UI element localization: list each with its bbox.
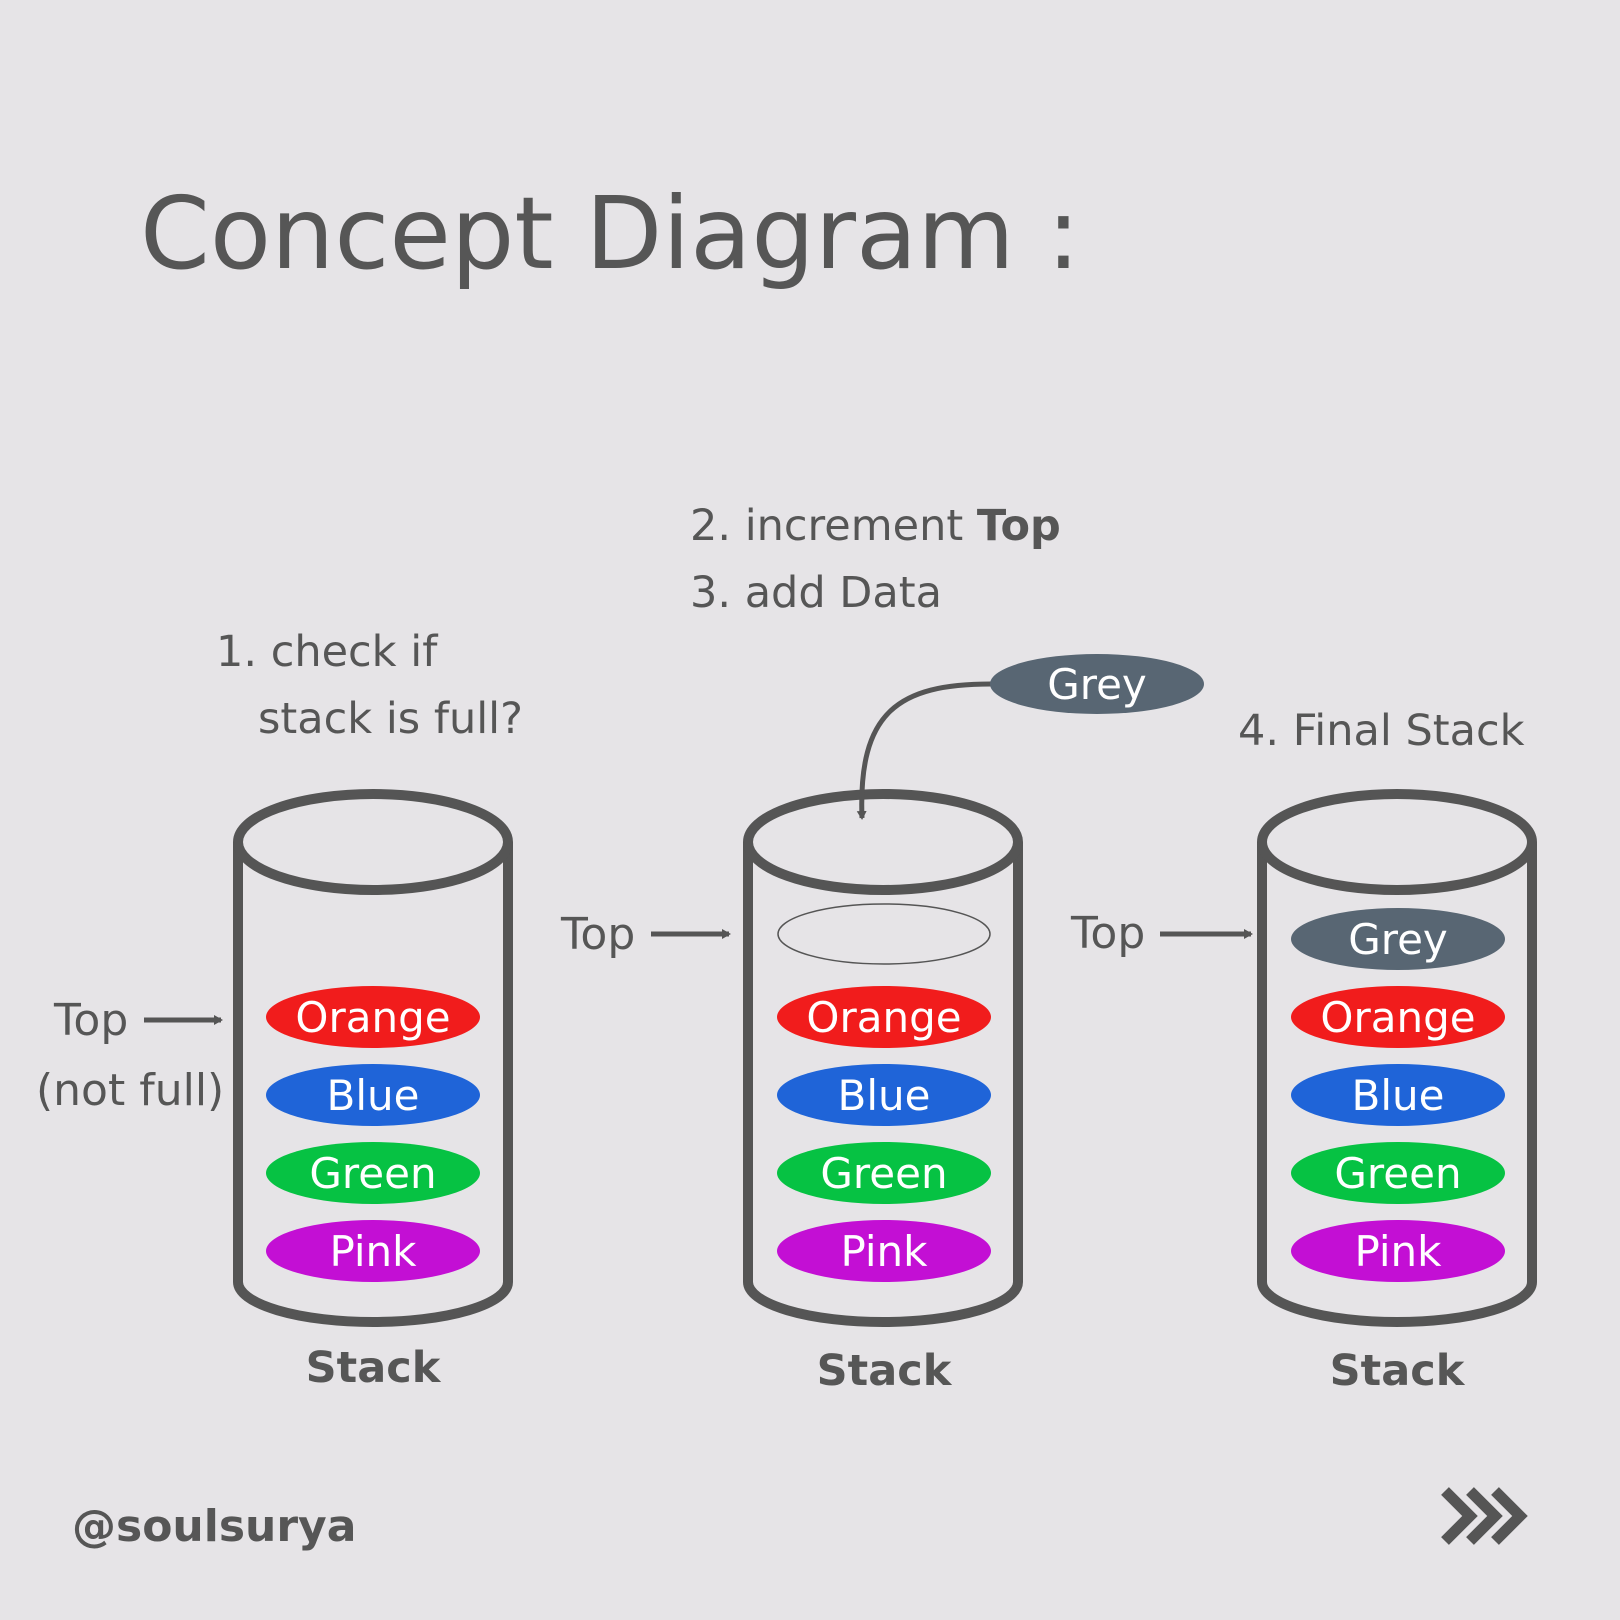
stack-1-rim (233, 789, 513, 895)
stack-item-label: Orange (1320, 993, 1475, 1042)
stack-item-label: Orange (295, 993, 450, 1042)
stack-item-pill (1291, 908, 1505, 970)
step-1-line-2: stack is full? (258, 694, 523, 744)
step-2-prefix: 2. increment (690, 501, 977, 551)
page-title: Concept Diagram : (140, 175, 1080, 292)
step-2-top-keyword: Top (977, 501, 1061, 551)
stack-item-pill (266, 1220, 480, 1282)
stack-item-label: Green (820, 1149, 947, 1198)
top-label-3: Top (1070, 908, 1145, 959)
step-4-caption: 4. Final Stack (1238, 706, 1525, 756)
step-1-line-1: 1. check if (216, 627, 438, 677)
stack-item-pill (266, 1142, 480, 1204)
stack-3-label: Stack (1330, 1346, 1466, 1396)
top-pointer-3: Top (1070, 908, 1253, 959)
stack-item-label: Grey (1348, 915, 1448, 964)
stack-item-label: Pink (329, 1227, 417, 1276)
stack-item-pink: Pink (777, 1220, 991, 1282)
stack-item-pill (266, 986, 480, 1048)
incoming-item-label: Grey (1047, 660, 1147, 709)
stack-item-label: Blue (1352, 1071, 1445, 1120)
stack-2-body (743, 842, 1023, 1327)
stack-3-body (1257, 842, 1537, 1327)
stack-item-green: Green (1291, 1142, 1505, 1204)
stack-item-pink: Pink (266, 1220, 480, 1282)
stack-2-label: Stack (817, 1346, 953, 1396)
stack-item-pink: Pink (1291, 1220, 1505, 1282)
stack-item-label: Pink (840, 1227, 928, 1276)
stack-item-orange: Orange (777, 986, 991, 1048)
stack-2-rim (743, 789, 1023, 895)
empty-slot (777, 903, 991, 965)
stack-item-pill (777, 986, 991, 1048)
stack-item-label: Pink (1354, 1227, 1442, 1276)
top-pointer-2: Top (560, 909, 731, 960)
stack-item-pill (777, 1220, 991, 1282)
stack-item-pill (777, 1142, 991, 1204)
not-full-label: (not full) (36, 1065, 224, 1116)
author-handle: @soulsurya (72, 1501, 356, 1552)
triple-chevron-right-icon[interactable] (1441, 1487, 1528, 1545)
top-label-1: Top (53, 995, 128, 1046)
stack-item-label: Green (1334, 1149, 1461, 1198)
stack-item-label: Orange (806, 993, 961, 1042)
stack-item-pill (1291, 986, 1505, 1048)
step-2-caption: 2. increment Top (690, 501, 1061, 551)
stack-item-blue: Blue (1291, 1064, 1505, 1126)
top-label-2: Top (560, 909, 635, 960)
step-3-caption: 3. add Data (690, 568, 942, 618)
push-arrow (856, 681, 992, 820)
stack-item-pill (1291, 1064, 1505, 1126)
stack-3-rim (1257, 789, 1537, 895)
stack-item-green: Green (266, 1142, 480, 1204)
stack-item-pill (1291, 1220, 1505, 1282)
stack-item-label: Blue (838, 1071, 931, 1120)
stack-item-pill (777, 1064, 991, 1126)
stack-item-blue: Blue (266, 1064, 480, 1126)
top-pointer-1: Top (not full) (36, 995, 224, 1116)
stack-item-pill (1291, 1142, 1505, 1204)
incoming-item: Grey (990, 654, 1204, 714)
stack-item-label: Green (309, 1149, 436, 1198)
stack-item-green: Green (777, 1142, 991, 1204)
stack-item-label: Blue (327, 1071, 420, 1120)
stack-item-orange: Orange (1291, 986, 1505, 1048)
stack-1-label: Stack (306, 1343, 442, 1393)
stack-item-pill (266, 1064, 480, 1126)
stack-1-body (233, 842, 513, 1327)
stack-item-orange: Orange (266, 986, 480, 1048)
stack-item-grey: Grey (1291, 908, 1505, 970)
stack-item-blue: Blue (777, 1064, 991, 1126)
